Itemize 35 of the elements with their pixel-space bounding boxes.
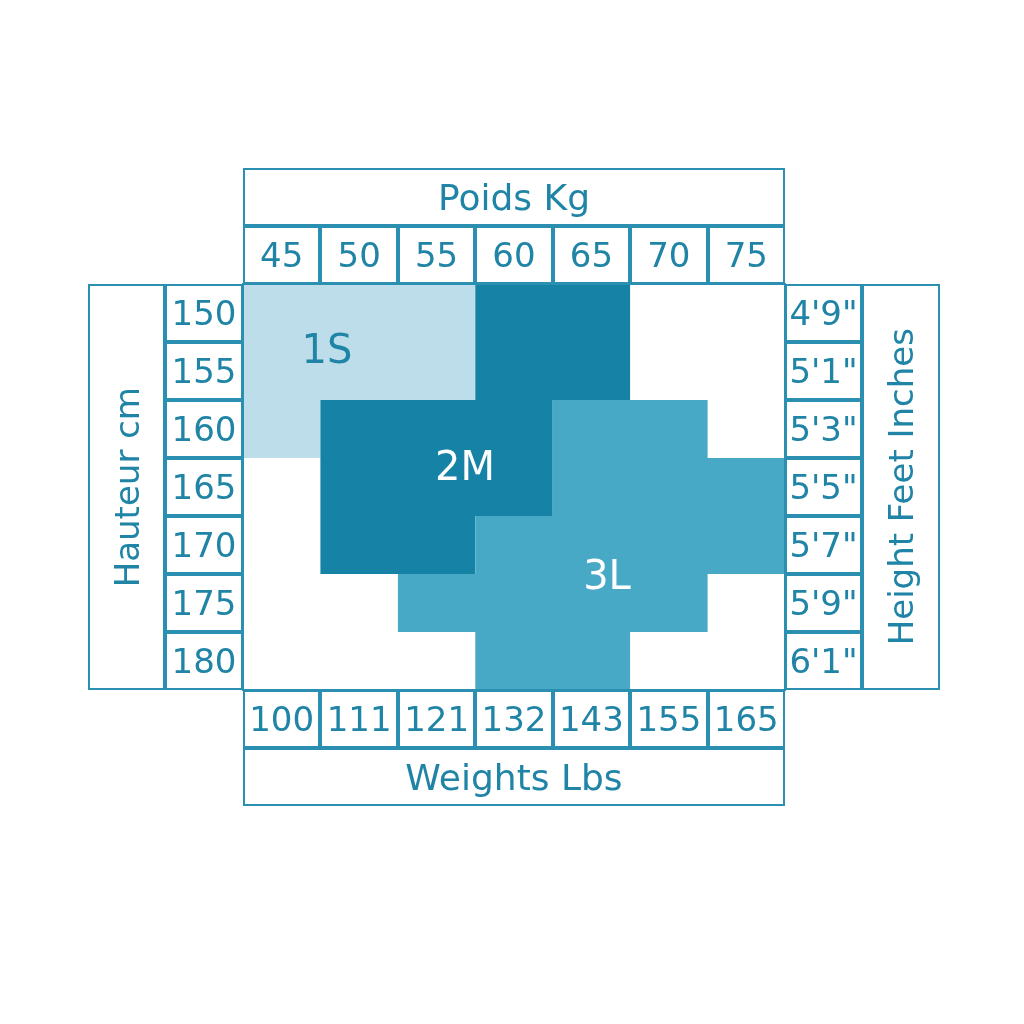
scale-cell: 6'1" [785, 632, 862, 690]
scale-cell: 111 [320, 690, 398, 748]
scale-cell: 60 [475, 226, 553, 284]
scale-cell: 150 [165, 284, 243, 342]
axis-title: Hauteur cm [106, 386, 147, 588]
scale-cell: 175 [165, 574, 243, 632]
axis-title: Height Feet Inches [881, 328, 921, 646]
scale-cell: 121 [397, 690, 476, 748]
scale-cell: 70 [630, 226, 708, 284]
scale-cell: 5'9" [785, 574, 862, 632]
scale-cell: 155 [165, 342, 243, 400]
scale-cell: 75 [707, 226, 785, 284]
axis-title-cell: Weights Lbs [243, 748, 785, 806]
size-label: 1S [301, 326, 353, 372]
scale-cell: 165 [165, 458, 243, 516]
scale-cell: 180 [165, 632, 243, 690]
scale-cell: 65 [552, 226, 631, 284]
size-label: 2M [435, 443, 495, 489]
scale-cell: 4'9" [785, 284, 862, 342]
scale-cell: 165 [707, 690, 785, 748]
scale-cell: 5'7" [785, 516, 862, 574]
scale-cell: 55 [397, 226, 476, 284]
axis-title-cell: Poids Kg [243, 168, 785, 226]
scale-cell: 143 [552, 690, 631, 748]
scale-cell: 155 [630, 690, 708, 748]
size-label: 3L [583, 552, 631, 598]
scale-cell: 132 [475, 690, 553, 748]
scale-cell: 45 [243, 226, 321, 284]
scale-cell: 100 [243, 690, 321, 748]
scale-cell: 160 [165, 400, 243, 458]
scale-cell: 5'5" [785, 458, 862, 516]
scale-cell: 50 [320, 226, 398, 284]
scale-cell: 5'1" [785, 342, 862, 400]
scale-cell: 5'3" [785, 400, 862, 458]
scale-cell: 170 [165, 516, 243, 574]
